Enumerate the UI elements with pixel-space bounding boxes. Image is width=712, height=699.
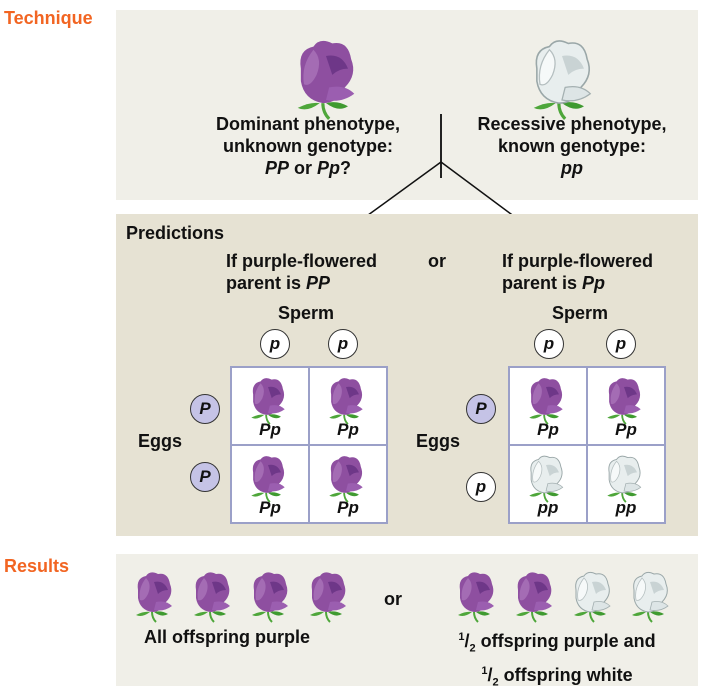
purple-flower-icon [250,455,286,504]
left-sperm-allele-2: p [328,329,358,359]
punnett-cell: Pp [309,367,387,445]
white-flower-icon [631,571,669,623]
left-eggs-label: Eggs [138,431,183,451]
purple-flower-icon [528,377,564,426]
punnett-cell: Pp [587,367,665,445]
left-sperm-allele-1: p [260,329,290,359]
purple-flower-icon [250,377,286,426]
right-sperm-label: Sperm [552,303,609,323]
results-or: or [384,589,402,609]
punnett-cell: Pp [231,445,309,523]
divider [440,114,442,178]
recessive-text: Recessive phenotype, known genotype: pp [477,114,667,178]
predictions-or: or [428,251,446,271]
results-panel: or All offspring purple 1/2 offspring pu… [116,554,698,688]
half-half-caption: 1/2 offspring purple and 1/2 offspring w… [458,631,656,689]
all-purple-caption: All offspring purple [144,627,310,647]
right-egg-allele-2: p [466,472,496,502]
punnett-cell: Pp [509,367,587,445]
purple-flower-icon [606,377,642,426]
purple-flower-icon [457,571,495,623]
purple-flower-icon [135,571,173,623]
punnett-cell: Pp [309,445,387,523]
right-egg-allele-1: P [466,394,496,424]
right-punnett-square: Pp Pp pp pp [508,366,666,524]
predictions-title: Predictions [126,223,225,243]
purple-flower-icon [515,571,553,623]
dominant-text: Dominant phenotype, unknown genotype: PP… [216,114,400,178]
white-flower-icon [528,455,564,504]
left-punnett-square: Pp Pp Pp Pp [230,366,388,524]
purple-flower-icon [328,377,364,426]
left-egg-allele-2: P [190,462,220,492]
white-flower-icon [606,455,642,504]
punnett-cell: pp [509,445,587,523]
white-flower-icon [573,571,611,623]
predictions-panel: Predictions If purple-flowered parent is… [116,214,698,536]
right-sperm-allele-1: p [534,329,564,359]
right-eggs-label: Eggs [416,431,461,451]
left-hypothesis: If purple-flowered parent is PP [226,251,378,293]
punnett-cell: pp [587,445,665,523]
technique-label: Technique [4,8,93,28]
technique-panel: Dominant phenotype, unknown genotype: PP… [116,10,698,200]
left-sperm-label: Sperm [278,303,335,323]
purple-flower-icon [309,571,347,623]
left-egg-allele-1: P [190,394,220,424]
right-hypothesis: If purple-flowered parent is Pp [502,251,654,293]
punnett-cell: Pp [231,367,309,445]
results-label: Results [4,556,70,576]
right-sperm-allele-2: p [606,329,636,359]
purple-flower-icon [251,571,289,623]
purple-flower-icon [328,455,364,504]
purple-flower-icon [193,571,231,623]
